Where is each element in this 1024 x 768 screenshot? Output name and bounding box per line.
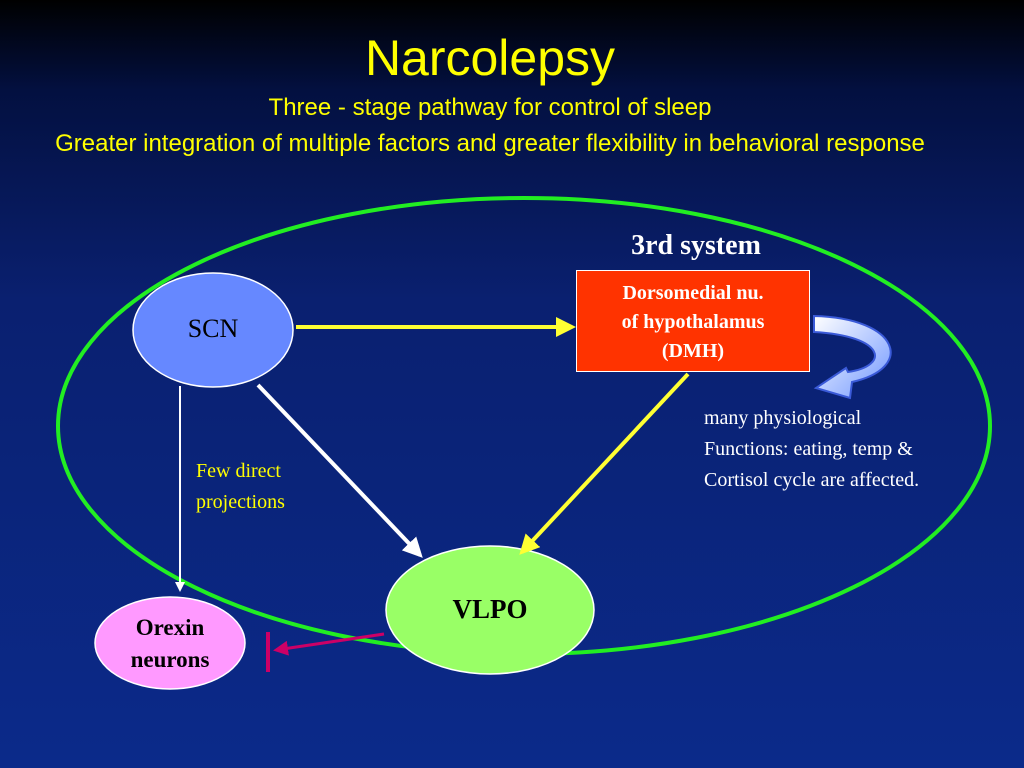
slide-subtitle: Three - stage pathway for control of sle… <box>268 94 712 121</box>
dmh-label-line-1: Dorsomedial nu. <box>622 282 764 304</box>
slide-title: Narcolepsy <box>364 30 616 86</box>
dmh-label-line-3: (DMH) <box>661 340 725 362</box>
third-system-label: 3rd system <box>631 230 761 261</box>
scn-to-vlpo-arrow <box>256 383 423 558</box>
physiological-functions-note: many physiological Functions: eating, te… <box>704 403 1004 496</box>
slide-subtitle-detail: Greater integration of multiple factors … <box>55 130 925 157</box>
phys-line-2: Functions: eating, temp & <box>704 438 913 460</box>
few-direct-projections-note: Few direct projections <box>196 456 346 518</box>
dmh-box: Dorsomedial nu. of hypothalamus (DMH) <box>576 270 810 372</box>
orexin-label-line-2: neurons <box>130 647 210 672</box>
scn-label: SCN <box>187 314 239 343</box>
few-direct-line-1: Few direct <box>196 460 281 482</box>
orexin-label-line-1: Orexin <box>135 615 205 640</box>
dmh-to-vlpo-arrow <box>519 372 690 555</box>
phys-line-1: many physiological <box>704 407 862 429</box>
phys-line-3: Cortisol cycle are affected. <box>704 469 920 491</box>
scn-node <box>132 272 294 388</box>
few-direct-line-2: projections <box>196 491 285 513</box>
dmh-curved-output-arrow <box>813 314 892 400</box>
vlpo-label: VLPO <box>452 594 528 624</box>
vlpo-node <box>385 545 595 675</box>
orexin-node <box>94 596 246 690</box>
orexin-label: Orexin neurons <box>110 612 230 676</box>
vlpo-inhibits-orexin-arrow <box>273 632 385 656</box>
dmh-label-line-2: of hypothalamus <box>621 311 765 333</box>
